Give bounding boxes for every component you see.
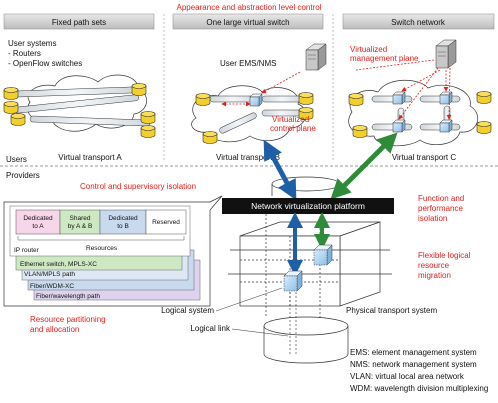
switch-icon bbox=[392, 91, 406, 105]
svg-text:control plane: control plane bbox=[270, 124, 316, 133]
svg-text:Dedicated: Dedicated bbox=[108, 215, 138, 222]
svg-text:Shared: Shared bbox=[70, 215, 91, 222]
switch-icon bbox=[439, 119, 453, 133]
function-isolation-label: Function and performance isolation bbox=[418, 194, 464, 223]
header-fixed-path-sets: Fixed path sets bbox=[3, 13, 155, 30]
user-system-icon bbox=[131, 83, 147, 96]
vlan-label: VLAN/MPLS path bbox=[24, 271, 75, 278]
logical-system-icon bbox=[313, 244, 333, 266]
svg-text:User systems: User systems bbox=[8, 39, 56, 48]
virtual-switch-icon bbox=[249, 93, 263, 107]
ip-router-label: IP router bbox=[14, 247, 40, 254]
svg-text:Resource partitioning: Resource partitioning bbox=[30, 315, 106, 324]
top-title: Appearance and abstraction level control bbox=[177, 3, 322, 12]
virtualized-control-plane-label: Virtualized control plane bbox=[270, 115, 316, 133]
transport-c-label: Virtual transport C bbox=[392, 153, 457, 162]
svg-text:VLAN: virtual local area netwo: VLAN: virtual local area network bbox=[350, 372, 465, 381]
server-icon bbox=[435, 39, 457, 69]
svg-text:WDM: wavelength division multi: WDM: wavelength division multiplexing bbox=[350, 384, 488, 393]
dedicated-to-b-cell: Dedicated to B bbox=[108, 215, 138, 230]
svg-text:migration: migration bbox=[418, 271, 451, 280]
transport-a-label: Virtual transport A bbox=[58, 153, 122, 162]
control-isolation-label: Control and supervisory isolation bbox=[80, 182, 196, 191]
svg-text:Virtualized: Virtualized bbox=[272, 115, 309, 124]
user-system-icon bbox=[298, 92, 314, 105]
svg-text:NMS: network management system: NMS: network management system bbox=[350, 360, 477, 369]
svg-text:- OpenFlow switches: - OpenFlow switches bbox=[8, 59, 82, 68]
user-system-icon bbox=[352, 125, 368, 138]
user-system-icon bbox=[140, 111, 156, 124]
svg-text:Flexible logical: Flexible logical bbox=[418, 251, 471, 260]
reserved-cell: Reserved bbox=[152, 219, 180, 226]
flexible-migration-label: Flexible logical resource migration bbox=[418, 251, 471, 280]
user-system-icon bbox=[140, 125, 156, 138]
blue-isolation-arrow bbox=[263, 139, 297, 201]
svg-text:One large virtual switch: One large virtual switch bbox=[206, 18, 289, 27]
logical-link-label: Logical link bbox=[190, 324, 231, 333]
svg-text:EMS: element management system: EMS: element management system bbox=[350, 348, 477, 357]
user-system-icon bbox=[348, 93, 364, 106]
svg-text:to A: to A bbox=[32, 223, 44, 230]
mgmt-links-c bbox=[355, 59, 452, 120]
logical-system-icon bbox=[283, 270, 303, 292]
physical-transport-label: Physical transport system bbox=[346, 306, 437, 315]
virtual-paths-b bbox=[209, 95, 303, 134]
network-virtualization-platform: Network virtualization platform bbox=[222, 198, 394, 214]
svg-text:and allocation: and allocation bbox=[30, 325, 79, 334]
svg-text:by A & B: by A & B bbox=[68, 223, 93, 230]
user-system-icon bbox=[3, 101, 19, 114]
resource-partitioning-label: Resource partitioning and allocation bbox=[30, 315, 106, 334]
shared-cell: Shared by A & B bbox=[68, 215, 93, 230]
user-system-icon bbox=[476, 121, 492, 134]
svg-text:- Routers: - Routers bbox=[8, 49, 41, 58]
abbreviation-legend: EMS: element management system NMS: netw… bbox=[350, 348, 488, 393]
fixed-paths bbox=[13, 86, 151, 127]
svg-text:resource: resource bbox=[418, 261, 450, 270]
cloud-transport-c bbox=[348, 79, 479, 147]
svg-text:management plane: management plane bbox=[350, 54, 419, 63]
switch-icon bbox=[392, 119, 406, 133]
resource-layers bbox=[3, 195, 223, 307]
fiber-wdm-label: Fiber/WDM-XC bbox=[30, 283, 74, 290]
ethernet-label: Ethernet switch, MPLS-XC bbox=[20, 261, 97, 268]
user-system-icon bbox=[476, 91, 492, 104]
header-one-large-virtual-switch: One large virtual switch bbox=[172, 13, 324, 30]
leader-line bbox=[215, 287, 283, 312]
resources-label: Resources bbox=[86, 245, 118, 252]
svg-text:Switch network: Switch network bbox=[391, 18, 446, 27]
fiber-wavelength-label: Fiber/wavelength path bbox=[36, 293, 100, 300]
svg-text:to B: to B bbox=[117, 223, 129, 230]
switch-icon bbox=[439, 91, 453, 105]
physical-transport-system bbox=[228, 212, 392, 364]
svg-text:performance: performance bbox=[418, 204, 463, 213]
user-system-icon bbox=[195, 93, 211, 106]
user-system-icon bbox=[3, 87, 19, 100]
svg-text:Function and: Function and bbox=[418, 194, 464, 203]
users-text: User systems - Routers - OpenFlow switch… bbox=[8, 39, 82, 68]
logical-system-label: Logical system bbox=[161, 306, 214, 315]
svg-text:Dedicated: Dedicated bbox=[23, 215, 53, 222]
server-icon bbox=[305, 43, 327, 71]
user-ems-label: User EMS/NMS bbox=[220, 59, 276, 68]
leader-line bbox=[231, 328, 289, 337]
svg-text:Fixed path sets: Fixed path sets bbox=[52, 18, 106, 27]
green-isolation-arrow bbox=[330, 132, 398, 200]
user-system-icon bbox=[10, 113, 26, 126]
users-label: Users bbox=[6, 155, 27, 164]
user-system-icon bbox=[202, 131, 218, 144]
svg-text:Network virtualization platfor: Network virtualization platform bbox=[251, 201, 365, 211]
header-switch-network: Switch network bbox=[342, 13, 495, 30]
dedicated-to-a-cell: Dedicated to A bbox=[23, 215, 53, 230]
virtualized-management-plane-label: Virtualized management plane bbox=[350, 45, 419, 63]
transport-b-label: Virtual transport B bbox=[216, 153, 280, 162]
svg-text:Virtualized: Virtualized bbox=[350, 45, 387, 54]
providers-label: Providers bbox=[6, 171, 40, 180]
mgmt-link bbox=[261, 71, 301, 94]
svg-text:isolation: isolation bbox=[418, 214, 447, 223]
